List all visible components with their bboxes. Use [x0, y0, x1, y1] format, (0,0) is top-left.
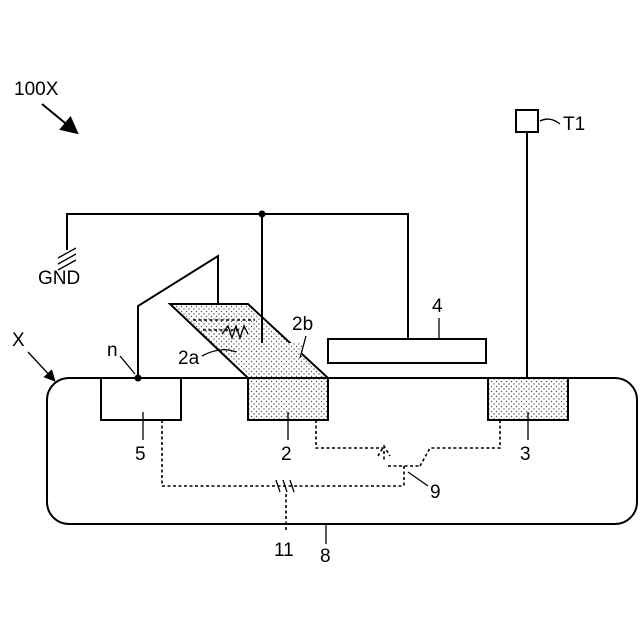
terminal-leader — [540, 119, 560, 124]
terminal-label: T1 — [563, 114, 585, 135]
region-2a-label: 2a — [178, 348, 200, 369]
terminal-t1 — [516, 110, 538, 132]
region-5 — [101, 378, 181, 420]
parasitic-path-a — [316, 420, 384, 460]
node-n-label: n — [107, 340, 118, 361]
region-2-label: 2 — [281, 444, 292, 465]
node-n-dot — [135, 375, 142, 382]
body-8-label: 8 — [320, 546, 331, 567]
transistor-9-label: 9 — [430, 482, 441, 503]
electrode-4-label: 4 — [432, 296, 443, 317]
region-5-label: 5 — [135, 444, 146, 465]
transistor-9-leader — [408, 472, 428, 486]
region-2b-box — [262, 343, 302, 361]
substrate-arrow — [28, 352, 54, 380]
ground-label: GND — [38, 268, 80, 289]
region-2b-label: 2b — [292, 314, 313, 335]
substrate-label: X — [12, 330, 25, 351]
node-n-leader — [120, 356, 135, 374]
element-11-label: 11 — [274, 540, 294, 561]
fig-ref-arrow — [42, 104, 76, 132]
region-3-label: 3 — [520, 444, 531, 465]
ground-symbol — [58, 248, 76, 270]
fig-ref-label: 100X — [14, 79, 59, 100]
parasitic-path-b — [420, 420, 500, 466]
electrode-4 — [328, 339, 486, 363]
